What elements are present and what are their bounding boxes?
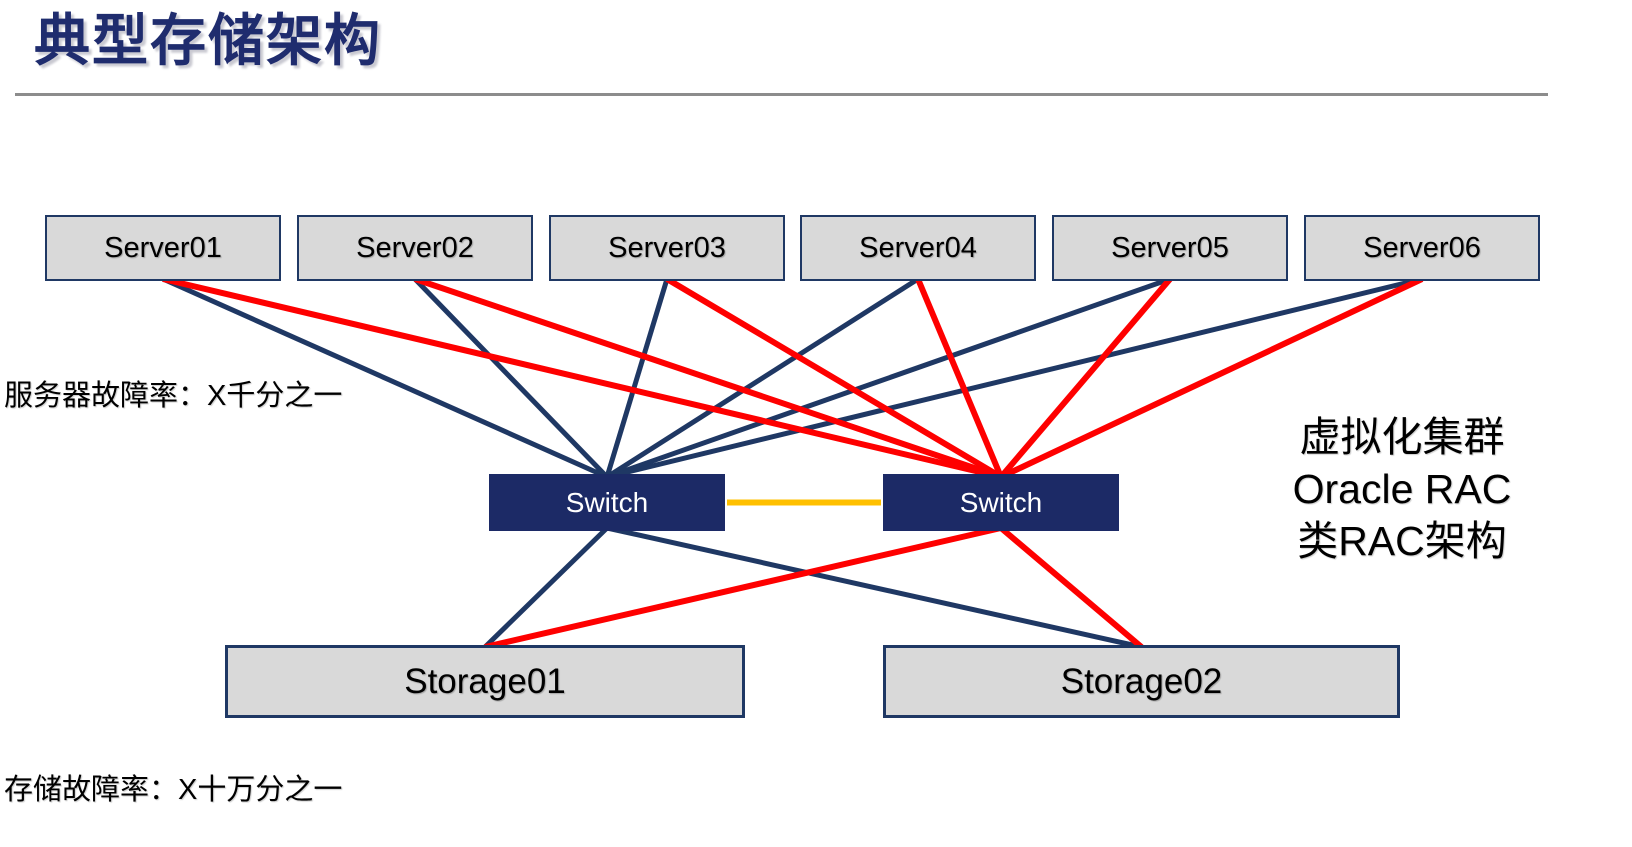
link-server02-switch-a (413, 277, 609, 479)
link-server02-switch-b (414, 276, 1002, 480)
storage01-node: Storage01 (225, 645, 745, 718)
switch-b-label: Switch (959, 486, 1043, 518)
cluster-note-line3: 类RAC架构 (1297, 518, 1507, 564)
switch-b-node: Switch (883, 474, 1119, 531)
link-server04-switch-b (915, 277, 1004, 479)
link-switch-b-storage01 (484, 525, 1002, 650)
server05-node: Server05 (1052, 215, 1288, 281)
server02-label: Server02 (356, 231, 474, 264)
cluster-note: 虚拟化集群 Oracle RAC 类RAC架构 (1272, 411, 1532, 567)
cluster-note-line1: 虚拟化集群 (1299, 414, 1505, 460)
server04-label: Server04 (859, 231, 977, 264)
title-divider (15, 93, 1548, 96)
page-title: 典型存储架构 (34, 9, 382, 72)
link-server05-switch-b (998, 277, 1173, 479)
storage02-label: Storage02 (1060, 661, 1223, 701)
server06-label: Server06 (1363, 231, 1481, 264)
link-server06-switch-b (999, 276, 1424, 480)
server03-node: Server03 (549, 215, 785, 281)
link-server01-switch-b (162, 276, 1002, 480)
server01-node: Server01 (45, 215, 281, 281)
link-switch-a-storage01 (483, 526, 609, 649)
server01-label: Server01 (104, 231, 222, 264)
server02-node: Server02 (297, 215, 533, 281)
link-switch-a-storage02 (606, 525, 1143, 650)
server05-label: Server05 (1111, 231, 1229, 264)
switch-a-label: Switch (565, 486, 649, 518)
server03-label: Server03 (608, 231, 726, 264)
link-server06-switch-a (606, 276, 1423, 480)
storage01-label: Storage01 (404, 661, 566, 701)
cluster-note-line2: Oracle RAC (1292, 466, 1512, 512)
storage02-node: Storage02 (883, 645, 1400, 718)
switch-a-node: Switch (489, 474, 725, 531)
link-server01-switch-a (161, 276, 609, 480)
link-server03-switch-b (665, 276, 1003, 480)
server-failure-rate-label: 服务器故障率：X千分之一 (4, 380, 343, 412)
link-server03-switch-a (604, 278, 670, 478)
storage-failure-rate-label: 存储故障率：X十万分之一 (4, 774, 343, 806)
link-server04-switch-a (605, 276, 920, 480)
link-switch-b-storage02 (999, 525, 1144, 650)
server06-node: Server06 (1304, 215, 1540, 281)
server04-node: Server04 (800, 215, 1036, 281)
link-server05-switch-a (606, 276, 1171, 480)
